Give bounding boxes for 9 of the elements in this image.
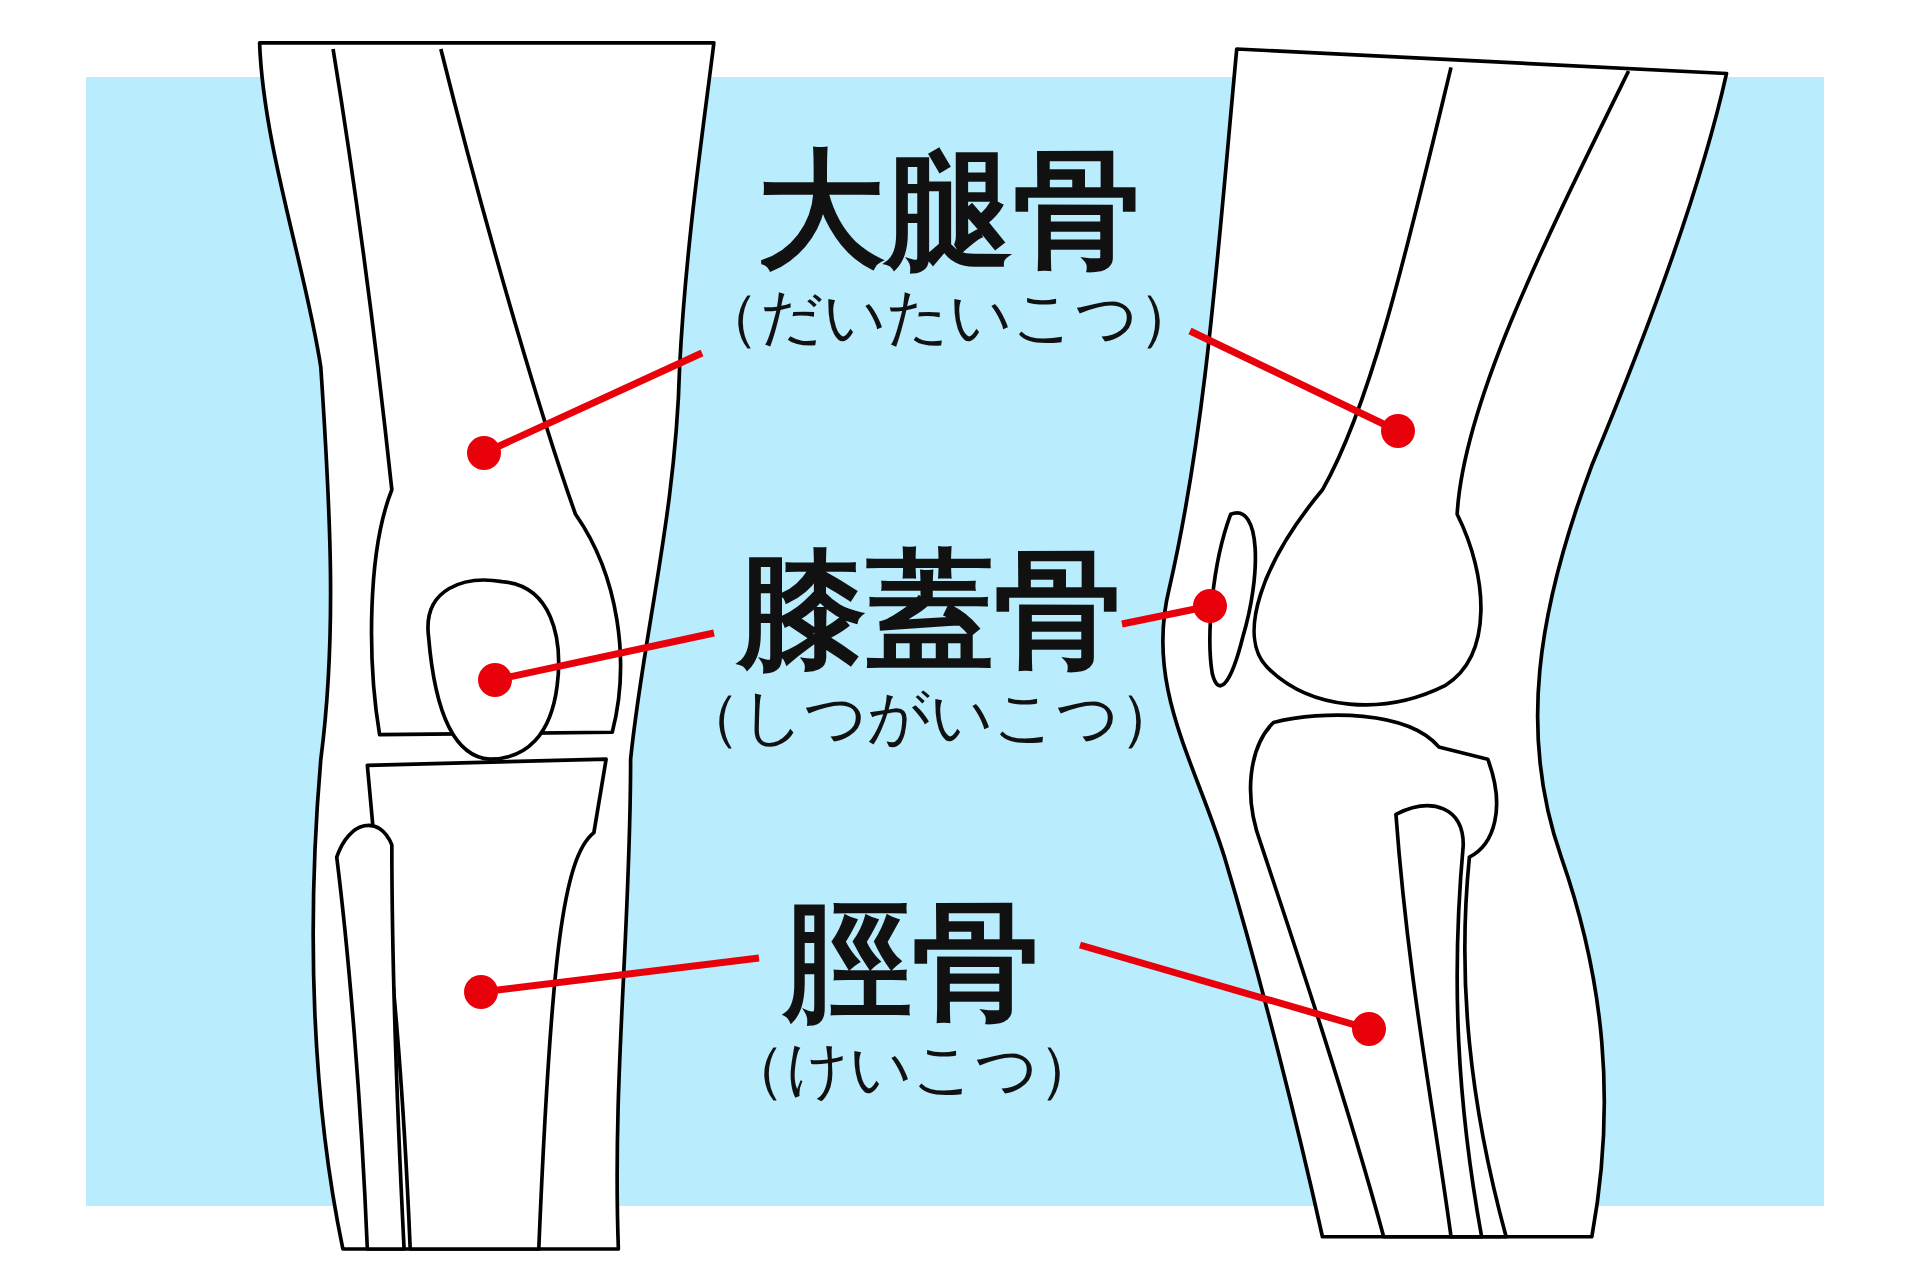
reading-text: （けいこつ） xyxy=(724,1032,1100,1106)
leader-line xyxy=(1079,941,1386,1046)
leader-line xyxy=(478,629,715,697)
reading-text: （しつがいこつ） xyxy=(679,680,1181,754)
reading-text: （だいたいこつ） xyxy=(698,280,1200,354)
bone-name: 脛骨 xyxy=(781,892,1041,1032)
bone-name: 膝蓋骨 xyxy=(679,540,1181,680)
bone-name: 大腿骨 xyxy=(756,140,1142,280)
leader-line xyxy=(464,954,760,1009)
